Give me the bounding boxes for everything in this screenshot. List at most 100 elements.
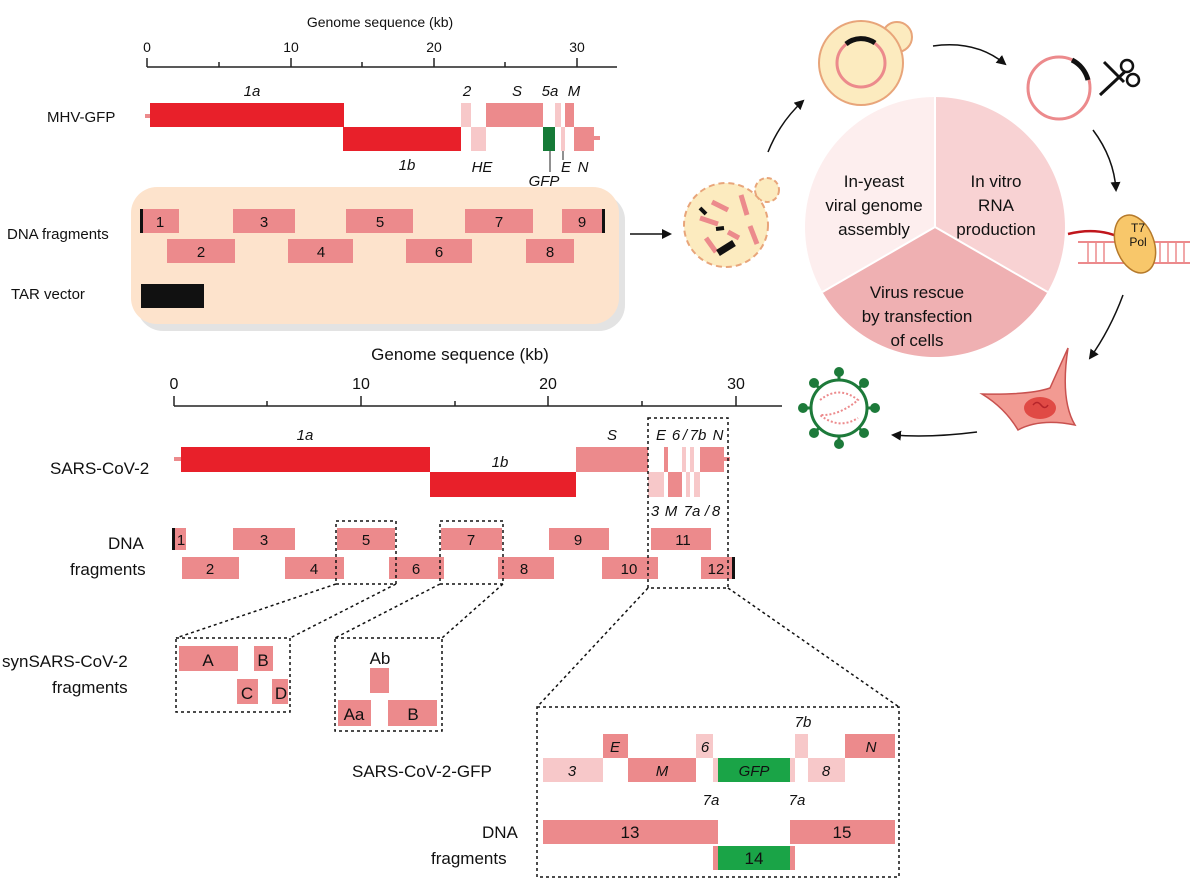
syn-label-line2: fragments [52, 678, 128, 697]
zoom-box-fragment-5 [335, 520, 397, 585]
sars-fragment-4-label: 4 [310, 561, 318, 578]
mhv-fragment-8 [526, 239, 574, 263]
mhv-label-1b: 1b [399, 157, 416, 174]
pie-rescue-line3: of cells [891, 331, 944, 350]
top-axis-title: Genome sequence (kb) [307, 14, 453, 30]
mhv-label: MHV-GFP [47, 109, 115, 126]
mhv-fragment-1 [141, 209, 179, 233]
syn-box-group1 [175, 637, 291, 713]
sars-fragment-8-label: 8 [520, 561, 528, 578]
pie-rna-line3: production [956, 220, 1035, 239]
mhv-gene-1b [343, 127, 461, 151]
mhv-label-e: E [561, 159, 572, 176]
gfp-label-e: E [610, 739, 621, 756]
sars-fragment-1-label: 1 [177, 532, 185, 549]
sars-fragment-10-label: 10 [621, 561, 638, 578]
mhv-label-he: HE [472, 159, 494, 176]
sars-gene-1a [181, 447, 430, 472]
sars-label-6: 6 [672, 427, 681, 444]
mhv-gene-n [574, 127, 594, 151]
arrow-yeast-to-plasmid [767, 99, 805, 153]
process-pie: In-yeast viral genome assembly In vitro … [805, 97, 1065, 357]
sars-label-slash-bottom: / [704, 503, 711, 520]
mhv-gene-m [565, 103, 574, 127]
sars-fragment-6-label: 6 [412, 561, 420, 578]
top-axis-tick-0: 0 [143, 39, 151, 55]
arrow-to-transcription [1092, 129, 1121, 192]
syn-label-line1: synSARS-CoV-2 [2, 652, 128, 671]
mhv-fragment-8-label: 8 [546, 244, 554, 261]
pie-rna-line2: RNA [978, 196, 1015, 215]
sars-genome-map: SARS-CoV-2 1a 1b S E 6 / 7b N 3 M 7a / 8 [50, 427, 730, 520]
sars-label-m: M [665, 503, 678, 520]
yeast-with-fragments [683, 177, 780, 268]
host-cell [979, 347, 1077, 432]
bottom-axis-title: Genome sequence (kb) [371, 345, 549, 364]
sars-fragment-12 [701, 557, 733, 579]
sars-fragment-2-label: 2 [206, 561, 214, 578]
zoom-box-fragment-7 [439, 520, 504, 585]
syn-fragment-aa-label: Aa [344, 705, 365, 724]
mhv-fragment-9-label: 9 [578, 214, 586, 231]
sars-label-n: N [713, 427, 724, 444]
syn-box-group2 [334, 637, 443, 732]
gfp-label-6: 6 [701, 739, 710, 756]
pie-segment-rna [935, 97, 1065, 292]
sars-label-8: 8 [712, 503, 721, 520]
gfp-label-7a-left: 7a [703, 792, 720, 809]
mhv-label-2: 2 [462, 83, 472, 100]
sars-fragment-11 [651, 528, 711, 550]
mhv-label-s: S [512, 83, 522, 100]
sars-fragment-11-label: 11 [675, 532, 691, 549]
gfp-construct-label: SARS-CoV-2-GFP [352, 762, 492, 781]
mhv-fragments-label: DNA fragments [7, 226, 109, 243]
sars-fragment-7 [441, 528, 502, 550]
tar-vector-label: TAR vector [11, 286, 85, 303]
syn-fragment-b2-label: B [407, 705, 418, 724]
syn-fragment-a-label: A [202, 651, 214, 670]
sars-label-7b: 7b [690, 427, 707, 444]
mhv-fragment-6-label: 6 [435, 244, 443, 261]
pie-rescue-line1: Virus rescue [870, 283, 964, 302]
top-axis-tick-20: 20 [426, 39, 442, 55]
mhv-fragment-3-label: 3 [260, 214, 268, 231]
sars-label-3: 3 [651, 503, 660, 520]
syn-fragment-ab-label: Ab [370, 649, 391, 668]
gfp-gene-n [845, 734, 895, 758]
sars-gfp-panel: SARS-CoV-2-GFP 3 E M 6 GFP 7b 8 N 7a 7a … [352, 714, 895, 870]
mhv-fragment-7 [465, 209, 533, 233]
syn-fragment-ab [370, 668, 389, 693]
syn-fragment-b [254, 646, 273, 671]
sars-fragment-5 [337, 528, 395, 550]
mhv-gene-s [486, 103, 543, 127]
gfp-fragment-13 [543, 820, 718, 844]
sars-gene-n [700, 447, 724, 472]
top-axis-tick-10: 10 [283, 39, 299, 55]
mhv-gene-5a [555, 103, 561, 127]
sars-label-e: E [656, 427, 667, 444]
bottom-axis-tick-20: 20 [539, 376, 557, 393]
sars-fragment-7-label: 7 [467, 532, 475, 549]
sars-dna-fragments: DNA fragments 1 2 3 4 5 6 7 8 9 10 11 12 [70, 528, 735, 579]
mhv-fragment-9 [562, 209, 604, 233]
top-genome-axis: Genome sequence (kb) 0 10 20 30 [143, 14, 617, 68]
sars-gene-3 [648, 472, 664, 497]
pie-rescue-line2: by transfection [862, 307, 973, 326]
bottom-genome-axis: Genome sequence (kb) 0 10 20 30 [170, 345, 782, 407]
gfp-label-8: 8 [822, 763, 831, 780]
gfp-label-gfp: GFP [739, 763, 770, 780]
tar-vector-bar [141, 284, 204, 308]
zoom-indicators [175, 417, 900, 878]
syn-fragment-b-label: B [257, 651, 268, 670]
sars-fragment-6 [389, 557, 444, 579]
sars-fragment-12-label: 12 [708, 561, 725, 578]
pie-rna-line1: In vitro [970, 172, 1021, 191]
sars-fragment-1 [173, 528, 186, 550]
gfp-label-n: N [866, 739, 877, 756]
sars-fragment-2 [182, 557, 239, 579]
syn-fragment-a [179, 646, 238, 671]
yeast-with-plasmid [818, 20, 913, 106]
sars-gene-m [668, 472, 682, 497]
syn-fragment-c [237, 679, 258, 704]
scissors-icon [1098, 58, 1141, 97]
